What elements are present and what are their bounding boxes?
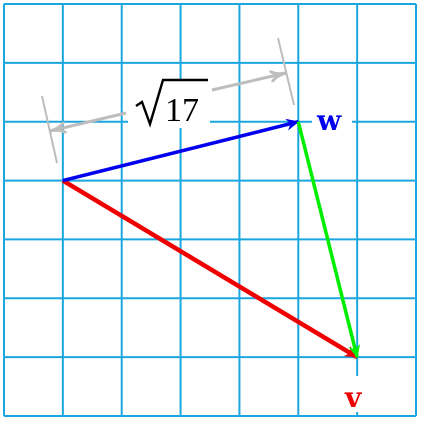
dimension-arrow-right [211,73,286,92]
label-w: w [316,104,342,137]
dimension-tick-right [277,37,295,106]
radical-sign [135,78,208,128]
label-w-bg [312,104,352,136]
dimension-arrow-left [50,111,127,131]
vector-w [62,118,300,183]
length-dimension: 17 [41,37,295,164]
label-v: v [344,381,362,414]
vector-v [61,178,359,360]
grid [3,3,417,417]
vector-v-minus-w [296,121,361,359]
label-v-bg [341,376,373,412]
length-value-label: 17 [165,92,199,129]
dimension-tick-left [41,95,58,164]
